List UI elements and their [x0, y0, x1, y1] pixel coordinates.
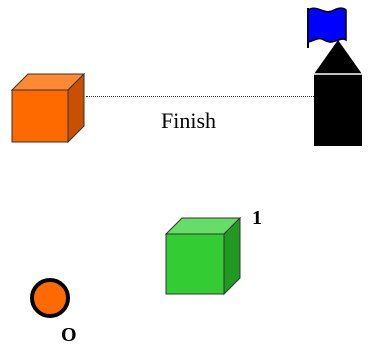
- orange-ball[interactable]: [28, 276, 72, 320]
- tower-roof: [314, 40, 362, 74]
- green-cube[interactable]: [164, 216, 244, 296]
- finish-line: [86, 96, 314, 97]
- tower-body: [314, 74, 362, 146]
- ball-label: O: [61, 324, 77, 346]
- finish-label: Finish: [161, 108, 217, 133]
- orange-cube[interactable]: [10, 72, 86, 144]
- finish-tower[interactable]: [300, 2, 370, 148]
- flag-icon: [307, 7, 347, 43]
- cube-label: 1: [252, 207, 262, 229]
